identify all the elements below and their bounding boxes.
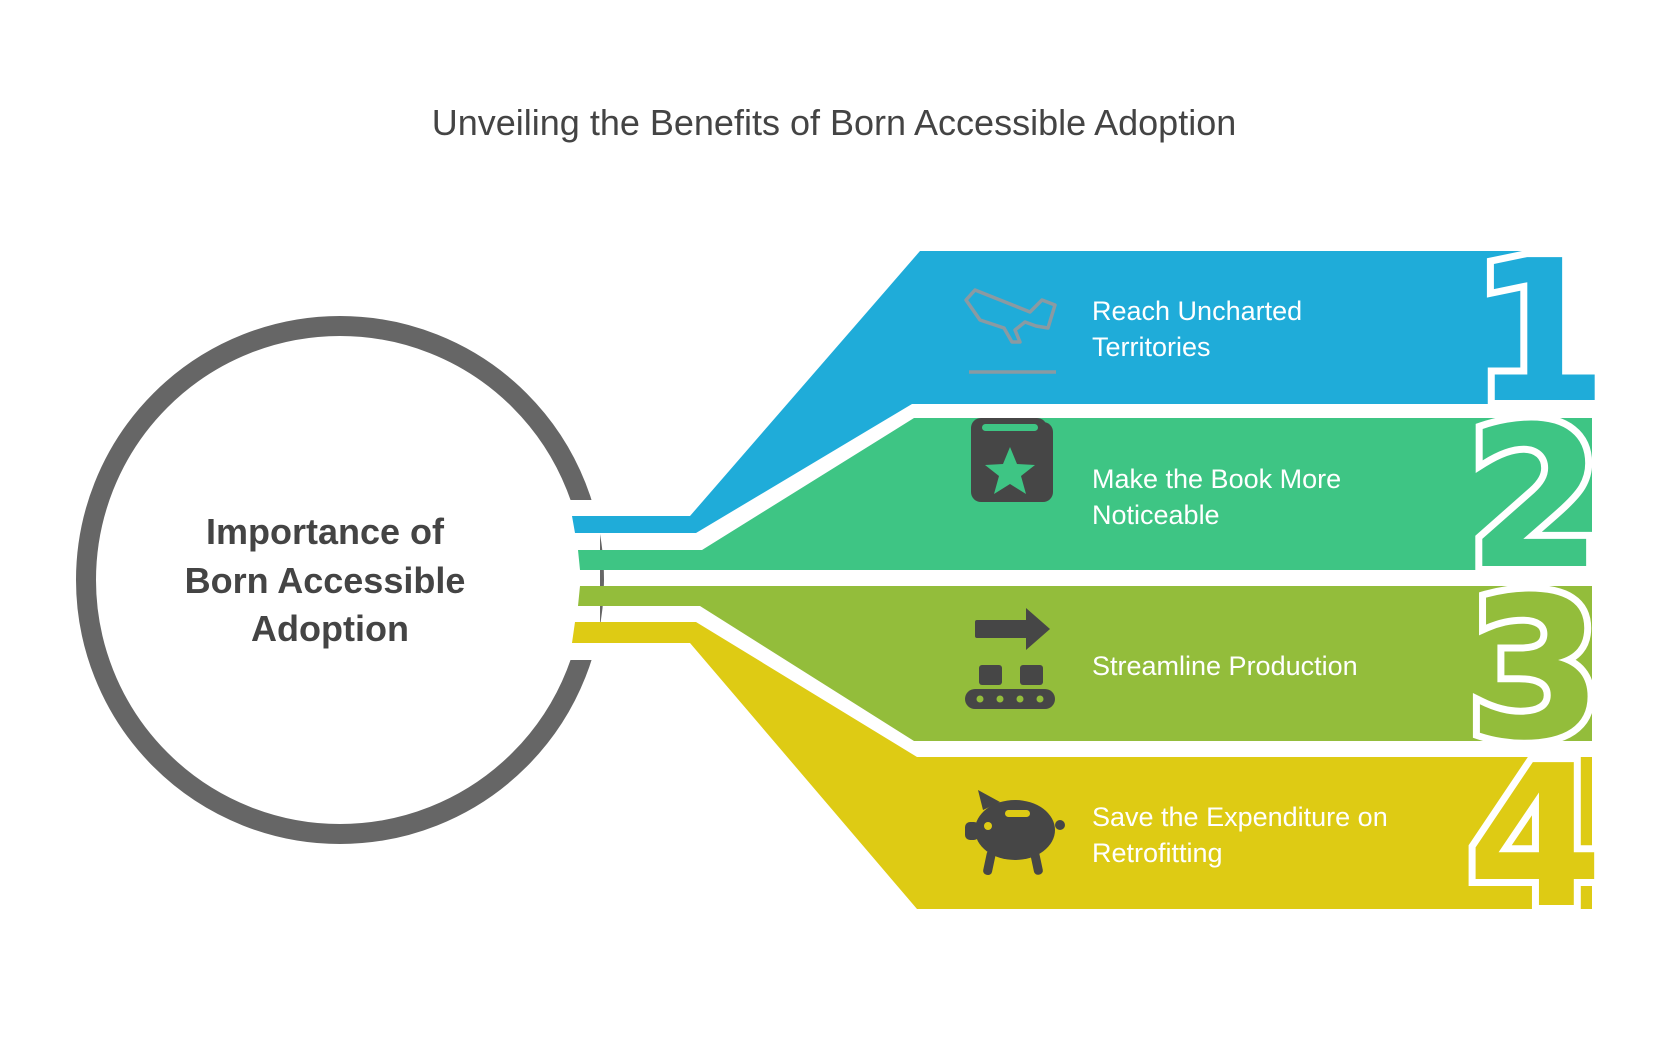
band-2 (578, 418, 1592, 570)
item-4-label: Save the Expenditure on Retrofitting (1092, 802, 1395, 868)
item-2-label: Make the Book More Noticeable (1092, 464, 1349, 530)
band-3 (578, 586, 1592, 741)
item-3-label: Streamline Production (1092, 651, 1358, 681)
band-1 (572, 251, 1568, 533)
conveyor-belt-icon (965, 608, 1055, 709)
piggy-bank-icon (965, 790, 1065, 876)
number-1: 1 (1472, 219, 1608, 447)
band-4 (572, 622, 1592, 909)
number-4: 4 (1467, 724, 1603, 952)
book-star-icon (971, 418, 1053, 502)
number-2: 2 (1467, 385, 1603, 613)
airplane-takeoff-icon (964, 288, 1057, 374)
center-label: Importance of Born Accessible Adoption (185, 511, 476, 649)
diagram-title: Unveiling the Benefits of Born Accessibl… (432, 102, 1237, 143)
number-3: 3 (1467, 556, 1603, 784)
item-1-label: Reach Uncharted Territories (1092, 296, 1310, 362)
